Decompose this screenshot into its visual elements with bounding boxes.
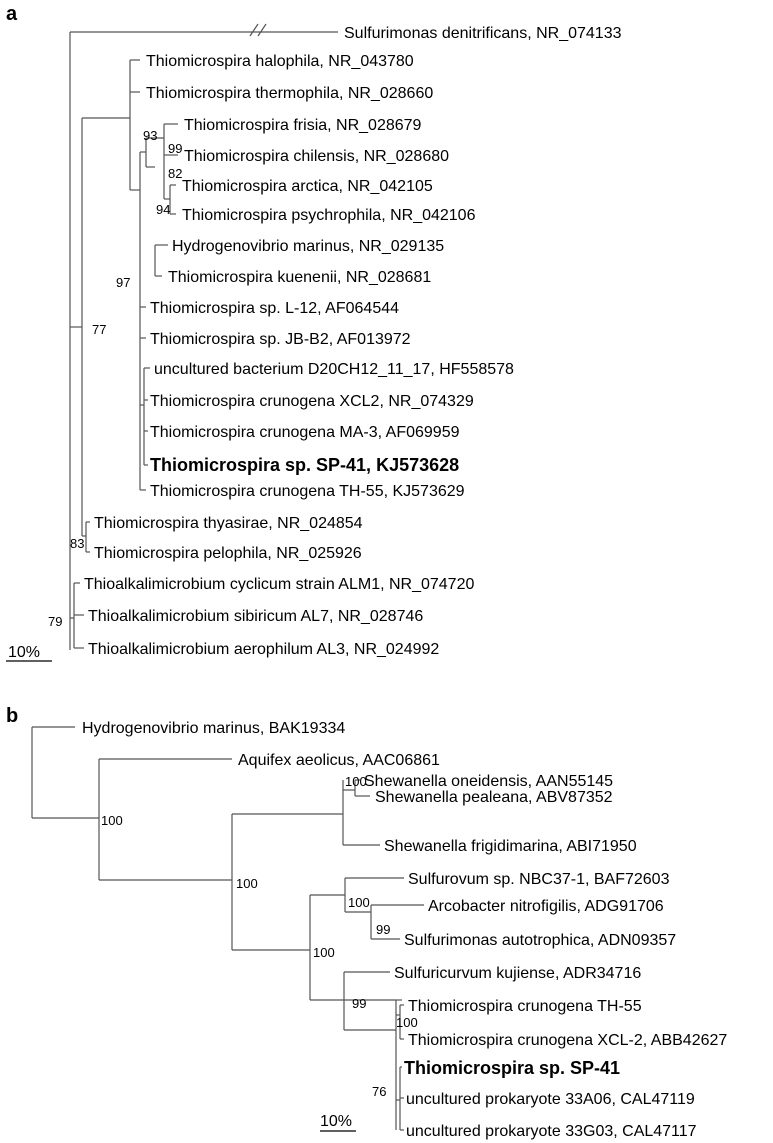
scale-bar-label: 10%: [320, 1113, 352, 1130]
tree-b-leaf: Shewanella pealeana, ABV87352: [375, 789, 613, 806]
bootstrap-value: 100: [313, 945, 335, 960]
panel-a-leaf-labels: Sulfurimonas denitrificans, NR_074133 Th…: [84, 25, 622, 658]
panel-b: b: [6, 705, 727, 1140]
tree-a-leaf: Thiomicrospira crunogena MA-3, AF069959: [150, 424, 460, 441]
panel-b-scale-bar: 10%: [320, 1113, 356, 1132]
tree-a-leaf: Thioalkalimicrobium cyclicum strain ALM1…: [84, 576, 474, 593]
tree-a-leaf: Thiomicrospira arctica, NR_042105: [182, 178, 433, 195]
bootstrap-value: 100: [345, 774, 367, 789]
tree-b-leaf: Aquifex aeolicus, AAC06861: [238, 752, 440, 769]
bootstrap-value: 77: [92, 322, 106, 337]
bootstrap-value: 100: [236, 876, 258, 891]
bootstrap-value: 76: [372, 1084, 386, 1099]
panel-b-leaf-labels: Hydrogenovibrio marinus, BAK19334 Aquife…: [82, 720, 727, 1140]
tree-b-leaf: Arcobacter nitrofigilis, ADG91706: [428, 898, 664, 915]
panel-a-scale-bar: 10%: [6, 644, 52, 662]
tree-b-leaf: Shewanella frigidimarina, ABI71950: [384, 838, 637, 855]
scale-bar-label: 10%: [8, 644, 40, 661]
tree-a-leaf: Thiomicrospira frisia, NR_028679: [184, 117, 422, 134]
tree-a-leaf: uncultured bacterium D20CH12_11_17, HF55…: [154, 361, 514, 378]
tree-b-leaf: Sulfurovum sp. NBC37-1, BAF72603: [408, 871, 670, 888]
bootstrap-value: 99: [168, 141, 182, 156]
bootstrap-value: 94: [156, 202, 170, 217]
bootstrap-value: 100: [396, 1015, 418, 1030]
bootstrap-value: 100: [101, 813, 123, 828]
bootstrap-value: 99: [352, 996, 366, 1011]
panel-b-letter: b: [6, 705, 18, 727]
bootstrap-value: 100: [348, 895, 370, 910]
tree-b-leaf: uncultured prokaryote 33G03, CAL47117: [406, 1123, 697, 1140]
panel-a-branches: [69, 23, 338, 650]
tree-a-leaf: Thiomicrospira halophila, NR_043780: [146, 53, 414, 70]
tree-a-leaf: Thiomicrospira crunogena TH-55, KJ573629: [150, 483, 465, 500]
tree-b-leaf: Sulfurimonas autotrophica, ADN09357: [404, 932, 676, 949]
tree-a-leaf: Thioalkalimicrobium sibiricum AL7, NR_02…: [88, 608, 423, 625]
bootstrap-value: 97: [116, 275, 130, 290]
tree-a-leaf: Hydrogenovibrio marinus, NR_029135: [172, 238, 444, 255]
tree-a-leaf: Thiomicrospira crunogena XCL2, NR_074329: [150, 393, 474, 410]
tree-a-leaf: Thiomicrospira sp. L-12, AF064544: [150, 300, 399, 317]
tree-b-leaf: Shewanella oneidensis, AAN55145: [364, 773, 613, 790]
tree-a-leaf: Thiomicrospira sp. JB-B2, AF013972: [150, 331, 411, 348]
bootstrap-value: 82: [168, 166, 182, 181]
tree-a-leaf: Sulfurimonas denitrificans, NR_074133: [344, 25, 622, 42]
tree-a-leaf: Thiomicrospira thyasirae, NR_024854: [94, 515, 363, 532]
tree-a-leaf: Thiomicrospira pelophila, NR_025926: [94, 545, 362, 562]
tree-a-leaf: Thioalkalimicrobium aerophilum AL3, NR_0…: [88, 641, 439, 658]
tree-b-leaf-highlighted: Thiomicrospira sp. SP-41: [404, 1058, 620, 1078]
panel-a-support-values: 93 99 82 94 97 77 83 79: [48, 128, 182, 629]
tree-b-leaf: Thiomicrospira crunogena XCL-2, ABB42627: [408, 1032, 727, 1049]
tree-a-leaf: Thiomicrospira kuenenii, NR_028681: [168, 269, 431, 286]
tree-b-leaf: uncultured prokaryote 33A06, CAL47119: [406, 1091, 695, 1108]
bootstrap-value: 83: [70, 536, 84, 551]
panel-a: a: [6, 3, 622, 662]
tree-b-leaf: Hydrogenovibrio marinus, BAK19334: [82, 720, 345, 737]
panel-a-letter: a: [6, 3, 18, 25]
panel-b-support-values: 100 100 100 100 99 100 99 100 76: [101, 774, 418, 1099]
tree-b-leaf: Sulfuricurvum kujiense, ADR34716: [394, 965, 641, 982]
bootstrap-value: 99: [376, 922, 390, 937]
tree-a-leaf: Thiomicrospira thermophila, NR_028660: [146, 85, 433, 102]
tree-a-leaf: Thiomicrospira chilensis, NR_028680: [184, 148, 449, 165]
bootstrap-value: 79: [48, 614, 62, 629]
tree-a-leaf-highlighted: Thiomicrospira sp. SP-41, KJ573628: [150, 455, 459, 475]
bootstrap-value: 93: [143, 128, 157, 143]
tree-a-leaf: Thiomicrospira psychrophila, NR_042106: [182, 207, 476, 224]
panel-b-branches: [31, 726, 424, 1131]
tree-b-leaf: Thiomicrospira crunogena TH-55: [408, 998, 642, 1015]
